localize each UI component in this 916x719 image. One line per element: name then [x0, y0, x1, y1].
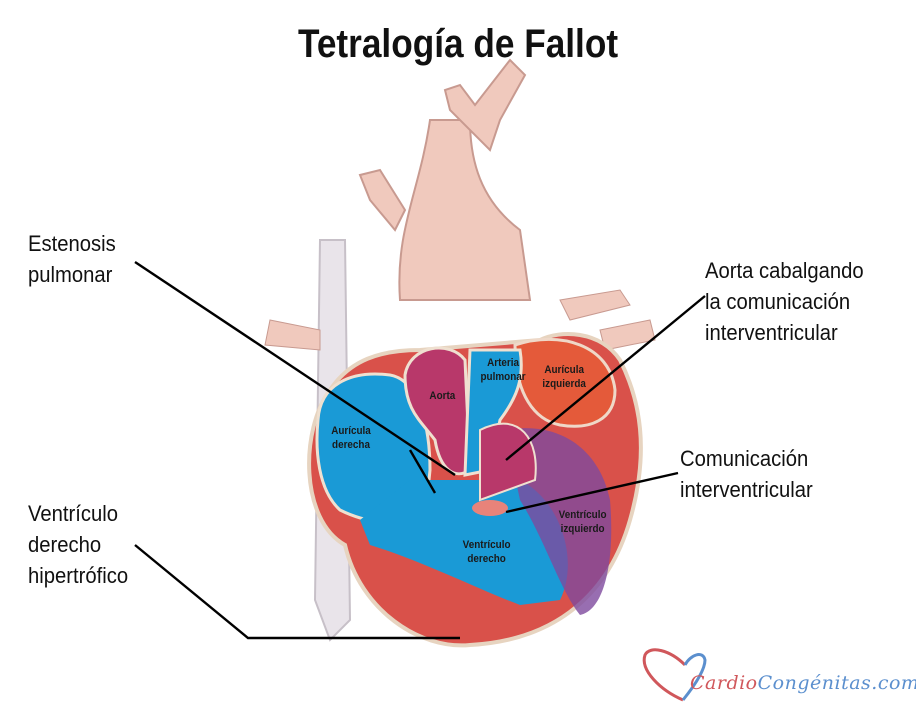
right-ventricle: [360, 480, 568, 605]
label-line: Arteria: [487, 357, 520, 369]
left-atrium: [513, 337, 617, 428]
logo-part-cardio: Cardio: [690, 672, 758, 694]
leader-overriding-aorta: [505, 295, 706, 461]
label-line: Estenosis: [28, 231, 116, 256]
logo-heart-icon: [642, 648, 687, 702]
overriding-aorta-area: [479, 422, 537, 502]
label-line: Aurícula: [331, 425, 371, 437]
inner-label-right-ventricle: Ventrículo derecho: [463, 538, 511, 566]
leader-rvh: [134, 544, 460, 640]
label-line: la comunicación: [705, 289, 851, 314]
logo-part-congenitas: Congénitas: [757, 672, 872, 694]
inner-label-left-atrium: Aurícula izquierda: [542, 363, 585, 391]
page-title: Tetralogía de Fallot: [297, 22, 619, 66]
leader-lines: [134, 261, 706, 640]
right-atrium: [315, 372, 432, 525]
label-line: Comunicación: [680, 446, 809, 471]
label-line: izquierda: [542, 378, 586, 390]
label-line: Ventrículo: [462, 539, 511, 551]
label-line: derecha: [332, 439, 370, 451]
label-line: interventricular: [680, 477, 813, 502]
label-overriding-aorta: Aorta cabalgando la comunicación interve…: [705, 255, 864, 348]
leader-vsd: [505, 471, 679, 514]
label-line: hipertrófico: [28, 563, 129, 588]
label-line: pulmonar: [28, 262, 113, 287]
label-line: derecho: [467, 553, 506, 565]
label-vsd: Comunicación interventricular: [680, 443, 813, 505]
inner-label-left-ventricle: Ventrículo izquierdo: [559, 508, 607, 536]
logo-wordmark: CardioCongénitas.com.ar: [690, 672, 916, 694]
label-line: pulmonar: [480, 371, 526, 383]
label-line: Ventrículo: [558, 509, 607, 521]
label-line: derecho: [28, 532, 102, 557]
septal-defect: [472, 500, 508, 516]
inner-label-pulmonary-artery: Arteria pulmonar: [481, 356, 526, 384]
label-rv-hypertrophy: Ventrículo derecho hipertrófico: [28, 498, 128, 591]
leader-stenosis-branch: [408, 449, 437, 494]
logo-heart-icon-right: [681, 653, 707, 701]
label-line: Aurícula: [544, 364, 584, 376]
label-line: Ventrículo: [28, 501, 119, 526]
inner-label-right-atrium: Aurícula derecha: [331, 424, 371, 452]
inner-label-aorta: Aorta: [429, 390, 456, 402]
label-line: interventricular: [705, 320, 838, 345]
label-line: izquierdo: [560, 523, 605, 535]
label-pulmonary-stenosis: Estenosis pulmonar: [28, 228, 116, 290]
label-line: Aorta cabalgando: [705, 258, 864, 283]
great-vessels: [264, 58, 656, 642]
logo-part-domain: .com.ar: [871, 672, 916, 694]
leader-stenosis: [134, 261, 456, 476]
